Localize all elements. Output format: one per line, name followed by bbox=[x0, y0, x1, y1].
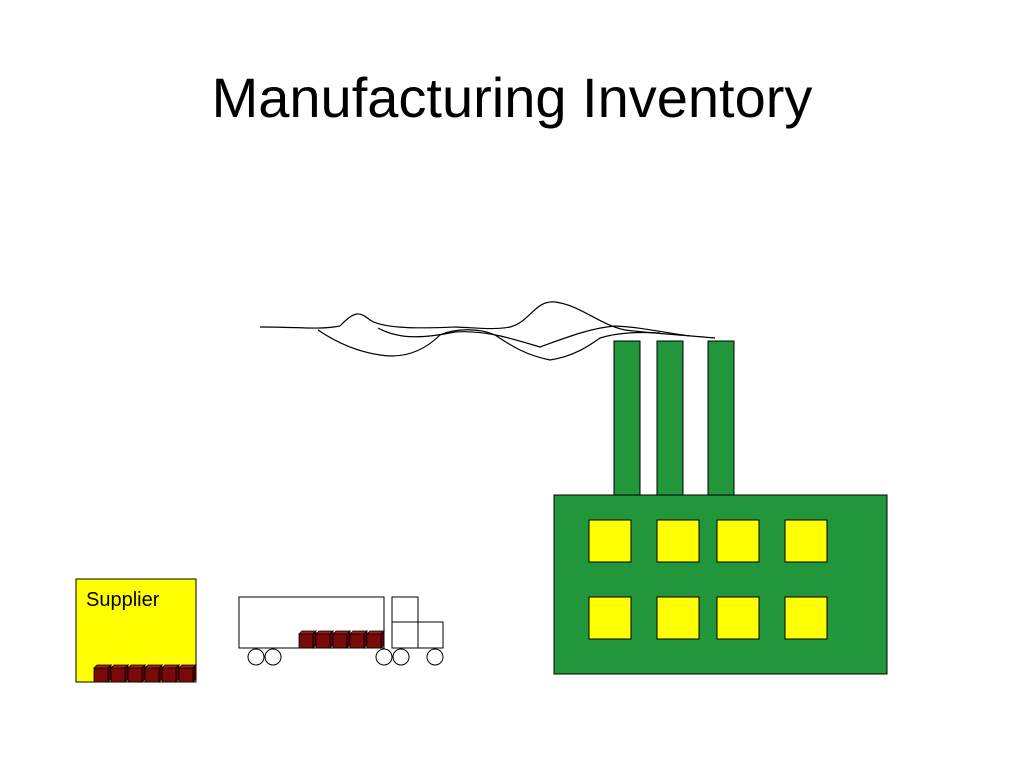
supplier: Supplier bbox=[75, 578, 197, 683]
supplier-label: Supplier bbox=[86, 589, 160, 611]
inventory-box bbox=[144, 664, 163, 683]
inventory-box bbox=[298, 630, 317, 649]
slide-title: Manufacturing Inventory bbox=[211, 66, 813, 129]
truck-wheel bbox=[247, 648, 265, 666]
factory-window bbox=[588, 519, 632, 563]
inventory-box bbox=[178, 664, 197, 683]
truck-wheel bbox=[264, 648, 282, 666]
factory-window bbox=[588, 596, 632, 640]
inventory-box bbox=[110, 664, 129, 683]
inventory-box bbox=[366, 630, 385, 649]
inventory-box bbox=[332, 630, 351, 649]
truck-wheel bbox=[426, 648, 444, 666]
factory-window bbox=[716, 519, 760, 563]
supplier-inventory bbox=[93, 664, 197, 683]
factory-chimney bbox=[656, 340, 684, 497]
factory-window bbox=[656, 519, 700, 563]
truck-cargo bbox=[298, 630, 385, 649]
truck-wheel bbox=[392, 648, 410, 666]
inventory-box bbox=[315, 630, 334, 649]
factory-window bbox=[656, 596, 700, 640]
inventory-box bbox=[161, 664, 180, 683]
factory-chimney bbox=[707, 340, 735, 497]
factory-chimney bbox=[613, 340, 641, 497]
inventory-box bbox=[349, 630, 368, 649]
factory-window bbox=[716, 596, 760, 640]
factory-window bbox=[784, 596, 828, 640]
factory-window bbox=[784, 519, 828, 563]
factory bbox=[553, 340, 888, 675]
truck-cab-top bbox=[391, 596, 419, 623]
smoke bbox=[259, 301, 716, 361]
truck bbox=[238, 596, 444, 666]
truck-wheel bbox=[375, 648, 393, 666]
inventory-box bbox=[93, 664, 112, 683]
inventory-box bbox=[127, 664, 146, 683]
